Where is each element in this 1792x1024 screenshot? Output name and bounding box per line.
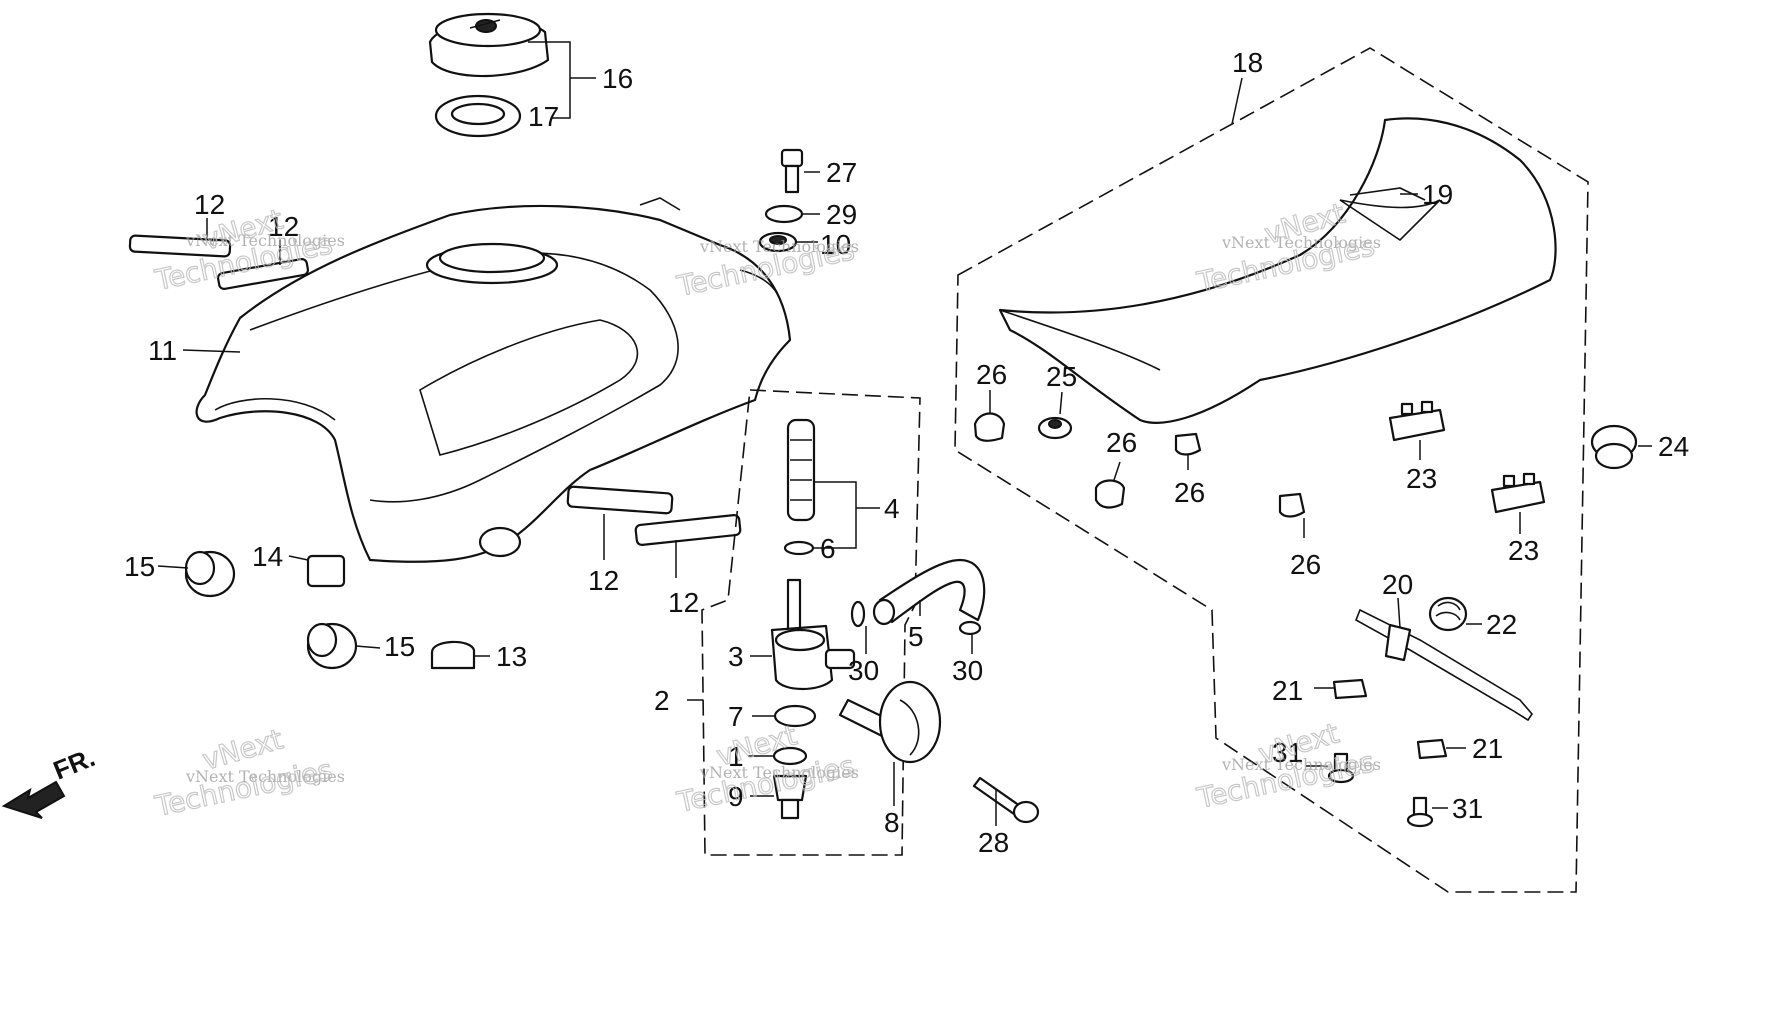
o-ring-6 [783, 540, 815, 556]
callout-5: 5 [908, 621, 924, 652]
callout-7: 7 [728, 701, 744, 732]
cushion-14 [306, 554, 346, 588]
callout-14: 14 [252, 541, 283, 572]
cushion-13 [430, 640, 476, 670]
callout-31-b: 31 [1452, 793, 1483, 824]
rubber-pad-12a [128, 234, 232, 258]
watermark-text: vNext Technologies [699, 237, 859, 256]
bolt-31b [1406, 796, 1434, 828]
rubber-pad-12d [634, 514, 742, 546]
front-direction-arrow: FR. [1, 742, 99, 819]
callout-16: 16 [602, 63, 633, 94]
callout-2: 2 [654, 685, 670, 716]
callout-24: 24 [1658, 431, 1689, 462]
seat-latch-20 [1354, 608, 1534, 722]
callout-4: 4 [884, 493, 900, 524]
callout-1: 1 [728, 741, 744, 772]
valve-group-boundary [701, 389, 921, 856]
callout-26-c: 26 [1174, 477, 1205, 508]
callout-20: 20 [1382, 569, 1413, 600]
front-direction-label: FR. [49, 742, 99, 786]
callout-23-b: 23 [1508, 535, 1539, 566]
callout-12-c: 12 [588, 565, 619, 596]
callout-12-a: 12 [194, 189, 225, 220]
bolt-28 [972, 776, 1040, 824]
bolt-27 [780, 148, 804, 194]
callout-30-a: 30 [848, 655, 879, 686]
callout-10: 10 [820, 229, 851, 260]
callout-26-b: 26 [1106, 427, 1137, 458]
grommet-25 [1037, 416, 1073, 440]
filler-gasket [434, 94, 522, 138]
callout-3: 3 [728, 641, 744, 672]
callout-29: 29 [826, 199, 857, 230]
callout-6: 6 [820, 533, 836, 564]
clip-30b [958, 620, 982, 636]
washer-29 [764, 204, 804, 224]
callout-21-b: 21 [1472, 733, 1503, 764]
callout-8: 8 [884, 807, 900, 838]
strainer-4 [786, 418, 816, 522]
bracket-23b [1490, 472, 1546, 514]
fuel-tank [195, 197, 792, 563]
watermark-text: vNext Technologies [1221, 755, 1381, 774]
callout-27: 27 [826, 157, 857, 188]
drain-bolt-9 [772, 774, 808, 820]
clip-30a [850, 600, 866, 628]
spring-22 [1428, 596, 1468, 632]
rubber-pad-12b [216, 257, 310, 291]
callout-17: 17 [528, 101, 559, 132]
callout-12-d: 12 [668, 587, 699, 618]
callout-11: 11 [148, 335, 177, 366]
cushion-26b [1094, 479, 1126, 509]
collar-10 [758, 231, 798, 253]
cushion-26d [1278, 492, 1306, 518]
filler-cap [428, 12, 550, 78]
callout-26-d: 26 [1290, 549, 1321, 580]
callout-26-a: 26 [976, 359, 1007, 390]
callout-31-a: 31 [1272, 737, 1303, 768]
callout-25: 25 [1046, 361, 1077, 392]
watermark-text: vNext Technologies [1221, 233, 1381, 252]
fuel-hose-5 [878, 558, 986, 624]
callout-numbers: 16 17 27 29 10 12 12 11 15 14 15 13 12 1… [124, 47, 1689, 858]
rubber-pad-12c [566, 485, 674, 515]
bracket-23a [1388, 400, 1446, 442]
callout-30-b: 30 [952, 655, 983, 686]
bolt-31a [1327, 752, 1355, 784]
leader-lines [157, 41, 1652, 826]
callout-28: 28 [978, 827, 1009, 858]
fuel-valve-3 [770, 578, 856, 690]
cap-15a [184, 550, 236, 598]
callout-21-a: 21 [1272, 675, 1303, 706]
callout-18: 18 [1232, 47, 1263, 78]
cap-15b [306, 622, 358, 670]
callout-12-b: 12 [268, 211, 299, 242]
fuel-lever-8 [838, 680, 942, 764]
callout-22: 22 [1486, 609, 1517, 640]
callout-9: 9 [728, 781, 744, 812]
callout-23-a: 23 [1406, 463, 1437, 494]
clip-21b [1416, 738, 1448, 760]
callout-13: 13 [496, 641, 527, 672]
watermark-text: vNext Technologies [185, 231, 345, 250]
callout-15-b: 15 [384, 631, 415, 662]
callout-19: 19 [1422, 179, 1453, 210]
clip-21a [1332, 678, 1368, 700]
watermark-text: vNext Technologies [699, 763, 859, 782]
callout-15-a: 15 [124, 551, 155, 582]
seat-group-boundary [954, 47, 1589, 893]
gasket-7 [773, 704, 817, 728]
cushion-26c [1174, 432, 1202, 456]
watermark-text: vNext Technologies [185, 767, 345, 786]
cushion-26a [973, 412, 1006, 442]
knob-24 [1590, 424, 1638, 470]
